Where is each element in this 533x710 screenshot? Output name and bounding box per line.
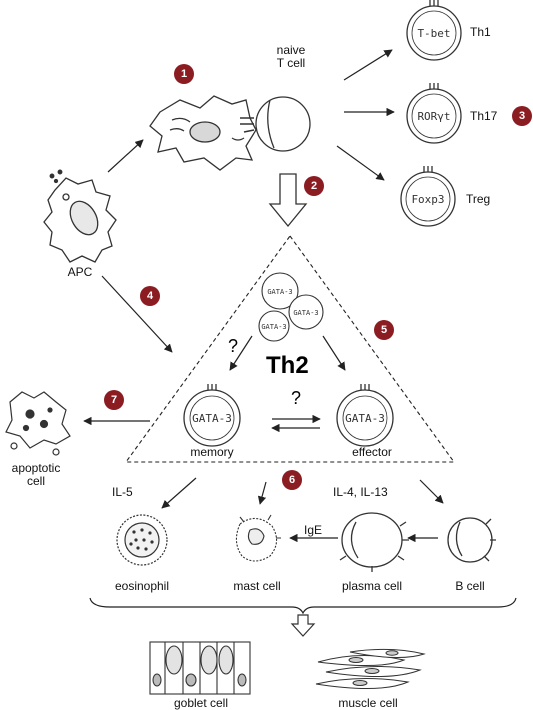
b-cell-label: B cell	[455, 579, 485, 593]
eosinophil-cell	[116, 514, 168, 566]
to-effector-arrow	[322, 335, 346, 371]
apc-to-dc-arrow	[107, 139, 144, 173]
badge-2: 2	[304, 176, 324, 196]
apc-to-th2-arrow	[101, 275, 173, 353]
th1-tf-label: T-bet	[417, 27, 450, 40]
to-bcell-arrow	[419, 479, 444, 504]
effector-label: effector	[352, 445, 392, 459]
th17-tf-label: RORγt	[417, 110, 450, 123]
effector-cell: GATA-3	[336, 384, 394, 447]
eosinophil-label: eosinophil	[114, 579, 170, 593]
question-mark-left: ?	[228, 336, 239, 356]
badge-5: 5	[374, 320, 394, 340]
svg-text:GATA-3: GATA-3	[345, 412, 385, 425]
apoptotic-cell	[5, 391, 71, 456]
badge-6: 6	[282, 470, 302, 490]
to-tissue-arrow	[290, 614, 316, 637]
naive-t-cell-label: naive T cell	[276, 43, 306, 70]
memory-label: memory	[190, 445, 234, 459]
to-mast-arrow	[257, 481, 267, 505]
dendritic-cell	[149, 95, 257, 171]
il4-il13-label: IL-4, IL-13	[333, 485, 388, 499]
svg-text:GATA-3: GATA-3	[267, 288, 292, 296]
b-cell	[447, 517, 496, 563]
badge-1: 1	[174, 64, 194, 84]
goblet-cell-label: goblet cell	[173, 696, 229, 710]
to-treg-arrow	[336, 145, 385, 181]
plasma-cell-label: plasma cell	[341, 579, 403, 593]
to-memory-arrow	[229, 335, 253, 371]
th17-label: Th17	[470, 109, 498, 123]
th2-triangle	[124, 235, 456, 463]
effector-bracket	[89, 597, 517, 615]
plasma-cell	[339, 512, 409, 572]
apc-cell	[43, 169, 117, 263]
badge-3: 3	[512, 106, 532, 126]
treg-label: Treg	[466, 192, 491, 206]
naive-t-cell	[240, 96, 311, 152]
question-mark-middle: ?	[291, 388, 302, 408]
th1-label: Th1	[470, 25, 491, 39]
badge-4: 4	[140, 286, 160, 306]
goblet-cells	[149, 641, 251, 695]
th17-cell: RORγt	[406, 83, 462, 144]
svg-text:GATA-3: GATA-3	[261, 323, 286, 331]
mast-cell	[235, 514, 281, 562]
th1-cell: T-bet	[406, 0, 462, 61]
mast-cell-label: mast cell	[233, 579, 281, 593]
ige-label: IgE	[304, 523, 323, 537]
il5-label: IL-5	[112, 485, 133, 499]
to-eosinophil-arrow	[161, 477, 197, 509]
apoptotic-label: apoptotic cell	[11, 461, 61, 488]
svg-text:GATA-3: GATA-3	[293, 309, 318, 317]
muscle-cells	[315, 648, 426, 689]
treg-cell: Foxp3	[400, 166, 456, 227]
th2-title: Th2	[266, 352, 309, 379]
treg-tf-label: Foxp3	[411, 193, 444, 206]
badge-7: 7	[104, 390, 124, 410]
th2-differentiation-arrow	[268, 173, 308, 228]
muscle-cell-label: muscle cell	[338, 696, 398, 710]
to-th1-arrow	[343, 49, 393, 81]
apc-label: APC	[67, 265, 93, 279]
memory-cell: GATA-3	[183, 384, 241, 447]
gata3-cluster: GATA-3 GATA-3 GATA-3	[258, 272, 324, 342]
svg-text:GATA-3: GATA-3	[192, 412, 232, 425]
